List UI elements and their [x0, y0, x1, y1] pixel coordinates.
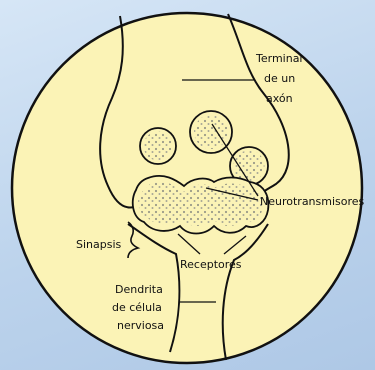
label-dendrita-line1: Dendrita: [115, 283, 163, 296]
fused-vesicles-dots: [138, 182, 262, 226]
vesicle: [194, 115, 228, 149]
label-dendrita-line3: nerviosa: [117, 319, 164, 332]
label-dendrita-line2: de célula: [112, 301, 162, 314]
label-terminal-line3: axón: [266, 92, 293, 105]
label-sinapsis: Sinapsis: [76, 238, 122, 251]
label-receptores: Receptores: [180, 258, 242, 271]
vesicle: [144, 132, 173, 161]
label-terminal-line2: de un: [264, 72, 295, 85]
label-neurotransmisores: Neurotransmisores: [260, 195, 365, 208]
label-terminal-line1: Terminal: [255, 52, 303, 65]
